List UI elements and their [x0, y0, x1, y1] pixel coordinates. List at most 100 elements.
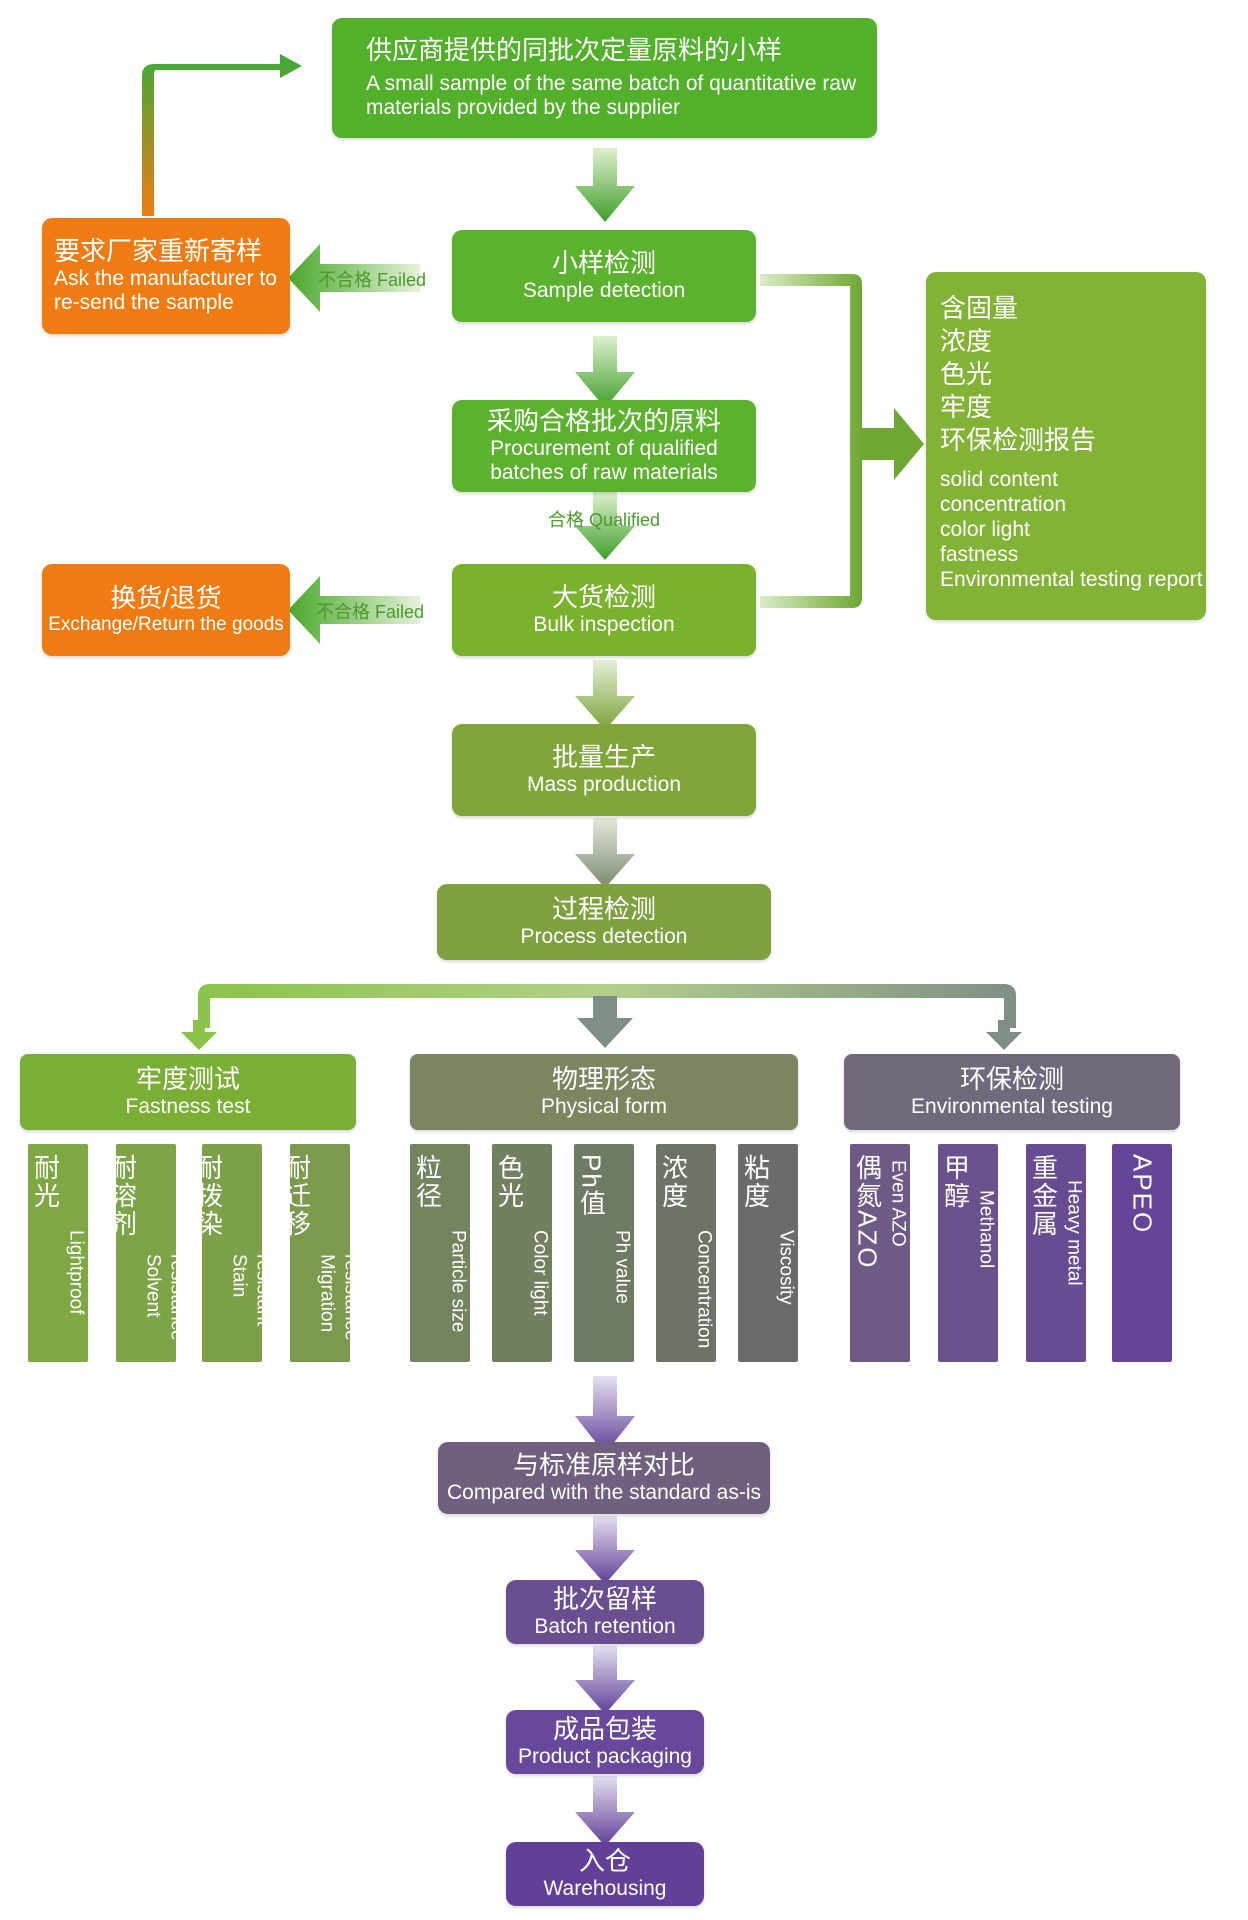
test-strip-migration: 耐迁移 Migration resistance [282, 1144, 362, 1362]
product-packaging-zh: 成品包装 [552, 1713, 657, 1744]
process-detection-zh: 过程检测 [551, 893, 656, 924]
test-zh: 色光 [494, 1154, 525, 1210]
supplier-sample-en-1: A small sample of the same batch of quan… [366, 71, 857, 95]
test-zh: 粒径 [412, 1154, 443, 1210]
arrow-down-5 [575, 818, 635, 888]
sample-detection-box: 小样检测 Sample detection [452, 230, 756, 322]
batch-retention-zh: 批次留样 [552, 1583, 657, 1614]
test-en: resistance [340, 1254, 362, 1341]
arrow-left-failed-1 [288, 244, 420, 312]
test-en: Methanol [975, 1190, 997, 1269]
test-zh: 重金属 [1028, 1154, 1059, 1238]
exchange-return-box: 换货/退货 Exchange/Return the goods [42, 564, 290, 656]
test-strip-methanol: 甲醇 Methanol [938, 1144, 998, 1362]
test-strip-concentration: 浓度 Concentration [656, 1144, 716, 1362]
procurement-box: 采购合格批次的原料 Procurement of qualified batch… [452, 400, 756, 492]
arrow-back-resend [142, 54, 302, 216]
test-strip-azo: 偶氮AZO Even AZO [850, 1144, 910, 1362]
supplier-sample-zh: 供应商提供的同批次定量原料的小样 [366, 34, 783, 65]
report-item-zh: 牢度 [940, 392, 993, 422]
link-sample-to-report [760, 274, 862, 608]
procurement-zh: 采购合格批次的原料 [486, 405, 721, 436]
report-item-en: fastness [940, 543, 1019, 566]
arrow-down-2 [575, 336, 635, 408]
product-packaging-box: 成品包装 Product packaging [506, 1710, 704, 1774]
failed-tag-2: 不合格 Failed [316, 602, 425, 622]
supplier-sample-box: 供应商提供的同批次定量原料的小样 A small sample of the s… [332, 18, 877, 138]
sample-detection-zh: 小样检测 [551, 247, 656, 278]
resend-sample-box: 要求厂家重新寄样 Ask the manufacturer to re-send… [42, 218, 290, 334]
test-en: Particle size [447, 1230, 469, 1333]
category-fastness-en: Fastness test [125, 1094, 251, 1118]
arrow-down-6 [575, 1376, 635, 1454]
resend-en-2: re-send the sample [54, 290, 234, 314]
test-en: Stain [228, 1254, 250, 1298]
test-zh: Ph值 [576, 1154, 607, 1218]
resend-zh: 要求厂家重新寄样 [54, 235, 263, 266]
test-zh: 甲醇 [940, 1154, 971, 1210]
arrow-down-7 [575, 1516, 635, 1584]
category-physical-en: Physical form [540, 1094, 668, 1118]
compare-zh: 与标准原样对比 [512, 1449, 695, 1480]
report-item-zh: 含固量 [940, 293, 1019, 323]
supplier-sample-en-2: materials provided by the supplier [366, 95, 680, 119]
test-zh: 耐光 [30, 1154, 61, 1210]
test-en: Solvent [142, 1254, 164, 1318]
branch-bracket [198, 984, 1016, 1028]
sample-detection-en: Sample detection [522, 278, 686, 302]
test-zh: 耐迁移 [281, 1154, 312, 1238]
warehousing-zh: 入仓 [578, 1845, 631, 1876]
process-detection-en: Process detection [520, 924, 688, 948]
mass-production-box: 批量生产 Mass production [452, 724, 756, 816]
report-en-list: solid content concentration color light … [940, 467, 1203, 592]
failed-tag-1: 不合格 Failed [318, 270, 427, 290]
category-environmental-en: Environmental testing [911, 1094, 1113, 1118]
test-en: Concentration [693, 1230, 715, 1349]
branch-arrow-right [986, 1020, 1022, 1050]
procurement-en-1: Procurement of qualified [490, 436, 718, 460]
batch-retention-box: 批次留样 Batch retention [506, 1580, 704, 1644]
arrow-left-failed-2 [288, 576, 420, 644]
arrow-down-1 [575, 148, 635, 222]
quality-report-box: 含固量 浓度 色光 牢度 环保检测报告 solid content concen… [926, 272, 1206, 620]
category-environmental-zh: 环保检测 [959, 1063, 1064, 1094]
compare-en: Compared with the standard as-is [447, 1480, 761, 1504]
test-strip-color-light: 色光 Color light [492, 1144, 552, 1362]
report-item-zh: 浓度 [940, 326, 993, 356]
test-zh: 浓度 [658, 1154, 689, 1210]
test-en: Ph value [611, 1230, 633, 1304]
test-en: Migration [316, 1254, 338, 1333]
test-strip-ph-value: Ph值 Ph value [574, 1144, 634, 1362]
mass-production-en: Mass production [526, 772, 682, 796]
report-item-en: color light [940, 518, 1030, 541]
resend-en-1: Ask the manufacturer to [54, 266, 277, 290]
report-item-zh: 色光 [940, 359, 993, 389]
report-zh-list: 含固量 浓度 色光 牢度 环保检测报告 [940, 292, 1096, 457]
arrow-down-4 [575, 660, 635, 730]
branch-arrow-mid [577, 996, 633, 1048]
test-strip-heavy-metal: 重金属 Heavy metal [1026, 1144, 1086, 1362]
category-fastness-zh: 牢度测试 [135, 1063, 240, 1094]
test-zh: 粘度 [740, 1154, 771, 1210]
arrow-down-8 [575, 1646, 635, 1714]
test-strip-particle-size: 粒径 Particle size [410, 1144, 470, 1362]
test-en: Lightproof [65, 1230, 87, 1315]
test-en: Even AZO [887, 1160, 909, 1247]
test-en: resistance [166, 1254, 188, 1341]
branch-arrow-left [181, 1020, 217, 1050]
compare-standard-box: 与标准原样对比 Compared with the standard as-is [438, 1442, 770, 1514]
test-strip-lightproof: 耐光 Lightproof [28, 1144, 88, 1362]
test-strip-stain: 耐拨染 Stain resistant [194, 1144, 274, 1362]
test-zh: APEO [1127, 1154, 1158, 1235]
test-zh: 耐拨染 [193, 1154, 224, 1238]
test-zh: 偶氮AZO [852, 1154, 883, 1270]
test-en: resistant [252, 1254, 274, 1326]
exchange-en: Exchange/Return the goods [48, 614, 284, 636]
report-item-zh: 环保检测报告 [940, 425, 1097, 455]
bulk-inspection-box: 大货检测 Bulk inspection [452, 564, 756, 656]
product-packaging-en: Product packaging [518, 1744, 692, 1768]
arrow-down-3 [575, 492, 635, 560]
mass-production-zh: 批量生产 [551, 741, 656, 772]
arrow-right-report [862, 408, 924, 480]
category-physical: 物理形态 Physical form [410, 1054, 798, 1130]
